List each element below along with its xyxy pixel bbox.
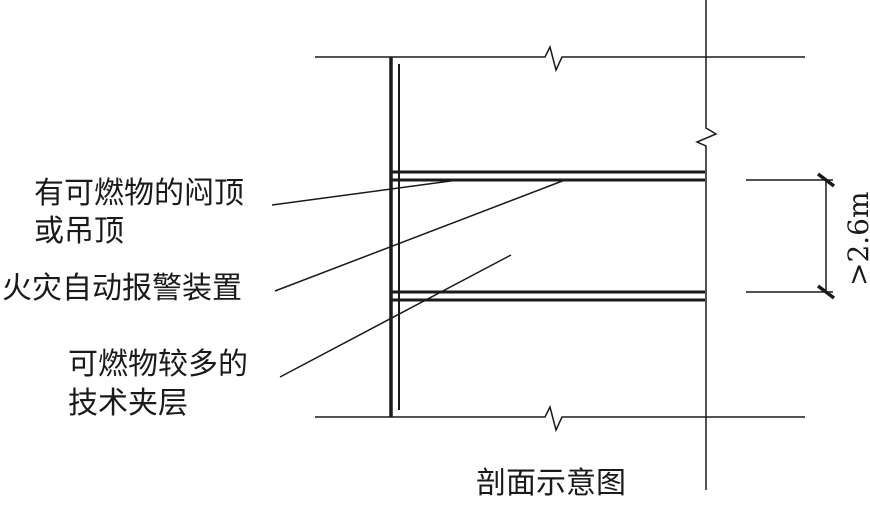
leader-alarm	[274, 179, 566, 292]
label-ceiling-line2: 或吊顶	[34, 214, 124, 249]
dimension-tick-bottom	[816, 284, 836, 300]
top-slab-line	[315, 44, 805, 73]
bottom-slab-line	[315, 404, 805, 433]
caption: 剖面示意图	[476, 466, 626, 501]
dimension-tick-top	[816, 172, 836, 188]
dimension-label: >2.6m	[842, 191, 870, 286]
label-ceiling-line1: 有可燃物的闷顶	[34, 176, 244, 211]
label-interlayer-line1: 可燃物较多的	[68, 347, 248, 382]
leader-ceiling	[271, 179, 459, 206]
label-alarm: 火灾自动报警装置	[2, 271, 242, 306]
right-break-line	[695, 0, 718, 490]
label-interlayer-line2: 技术夹层	[68, 386, 188, 421]
leader-interlayer	[279, 254, 512, 378]
